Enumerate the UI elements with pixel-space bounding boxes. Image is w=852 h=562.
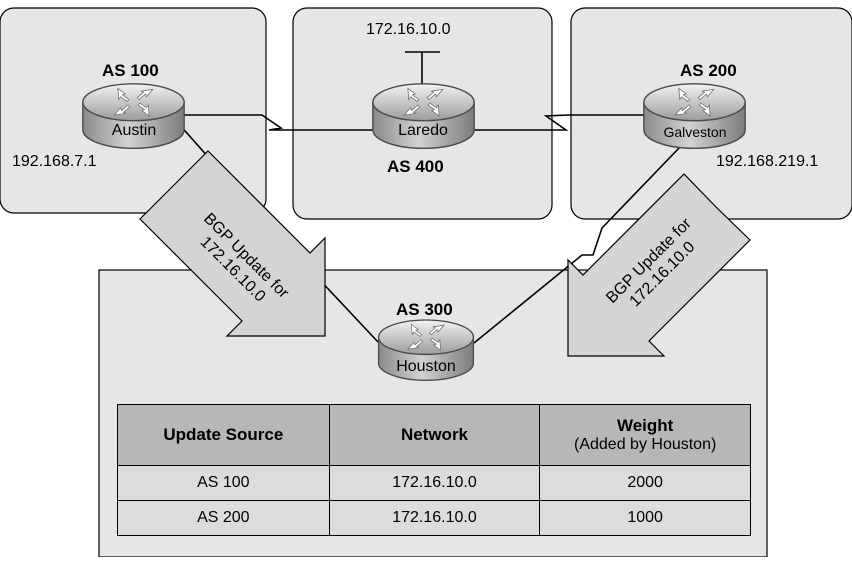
table-row: AS 200 172.16.10.0 1000 — [117, 500, 751, 536]
galveston-router-label: Galveston — [663, 124, 727, 140]
header-weight-title: Weight — [616, 416, 674, 435]
link-laredo-galveston — [462, 114, 648, 131]
header-update-source: Update Source — [117, 404, 330, 466]
laredo-router-label: Laredo — [398, 122, 448, 139]
galveston-ip-label: 192.168.219.1 — [716, 153, 819, 170]
header-weight: Weight (Added by Houston) — [539, 404, 751, 466]
as300-label: AS 300 — [396, 300, 453, 319]
as400-label: AS 400 — [387, 157, 444, 176]
link-galveston-houston — [473, 146, 681, 344]
cell-network: 172.16.10.0 — [328, 465, 541, 501]
austin-ip-label: 192.168.7.1 — [12, 153, 97, 170]
as200-label: AS 200 — [680, 61, 737, 80]
houston-router-label: Houston — [396, 358, 456, 375]
cell-weight: 2000 — [539, 465, 751, 501]
bgp-update-arrow-right — [567, 173, 751, 357]
header-network: Network — [328, 404, 541, 466]
cell-source: AS 100 — [117, 465, 330, 501]
laredo-network-label: 172.16.10.0 — [366, 21, 451, 38]
cell-source: AS 200 — [117, 500, 330, 536]
austin-router-label: Austin — [111, 122, 157, 139]
link-austin-laredo — [183, 114, 375, 131]
header-weight-note: (Added by Houston) — [574, 436, 717, 453]
weight-table: Update Source Network Weight (Added by H… — [117, 404, 751, 536]
cell-network: 172.16.10.0 — [328, 500, 541, 536]
table-row: AS 100 172.16.10.0 2000 — [117, 465, 751, 501]
cell-weight: 1000 — [539, 500, 751, 536]
table-header-row: Update Source Network Weight (Added by H… — [117, 404, 751, 466]
as100-label: AS 100 — [102, 61, 159, 80]
bgp-update-arrow-left — [139, 150, 326, 337]
